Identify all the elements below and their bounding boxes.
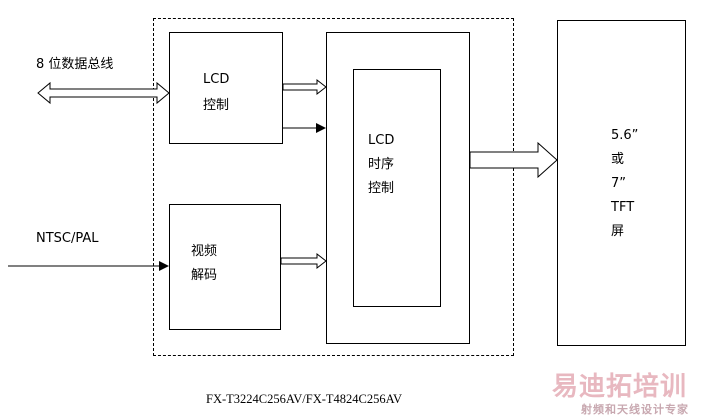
controller-boundary <box>153 18 514 356</box>
tft-screen-line3: 7” <box>611 176 627 191</box>
video-decode-line2: 解码 <box>191 268 218 283</box>
timing-to-tft-arrow <box>469 141 558 179</box>
video-input-arrowhead <box>159 261 169 271</box>
data-bus-bidirectional-arrow <box>37 81 170 105</box>
watermark-subtitle: 射频和天线设计专家 <box>581 403 689 416</box>
video-input-label: NTSC/PAL <box>36 231 99 246</box>
tft-screen-line5: 屏 <box>611 224 625 239</box>
lcd-timing-line2: 时序 <box>368 157 395 172</box>
lcd-control-line-arrowhead <box>316 123 326 133</box>
diagram-caption: FX-T3224C256AV/FX-T4824C256AV <box>206 392 403 406</box>
lcd-control-line1: LCD <box>203 72 230 87</box>
lcd-timing-line1: LCD <box>368 133 395 148</box>
video-decode-block: 视频 解码 <box>169 204 281 330</box>
tft-screen-line4: TFT <box>611 200 635 215</box>
tft-screen-line1: 5.6” <box>611 128 639 143</box>
lcd-timing-inner-block: LCD 时序 控制 <box>353 69 441 307</box>
watermark-logo-text: 易迪拓培训 <box>551 372 687 402</box>
video-decode-line1: 视频 <box>191 244 218 259</box>
lcd-timing-line3: 控制 <box>368 181 395 196</box>
tft-screen-block: 5.6” 或 7” TFT 屏 <box>557 20 686 346</box>
lcd-control-to-timing-arrow <box>282 78 327 96</box>
video-decode-to-timing-arrow <box>280 252 327 270</box>
data-bus-label: 8 位数据总线 <box>36 57 114 72</box>
lcd-control-block: LCD 控制 <box>169 32 283 144</box>
tft-screen-line2: 或 <box>611 152 625 167</box>
lcd-control-line2: 控制 <box>203 98 230 113</box>
